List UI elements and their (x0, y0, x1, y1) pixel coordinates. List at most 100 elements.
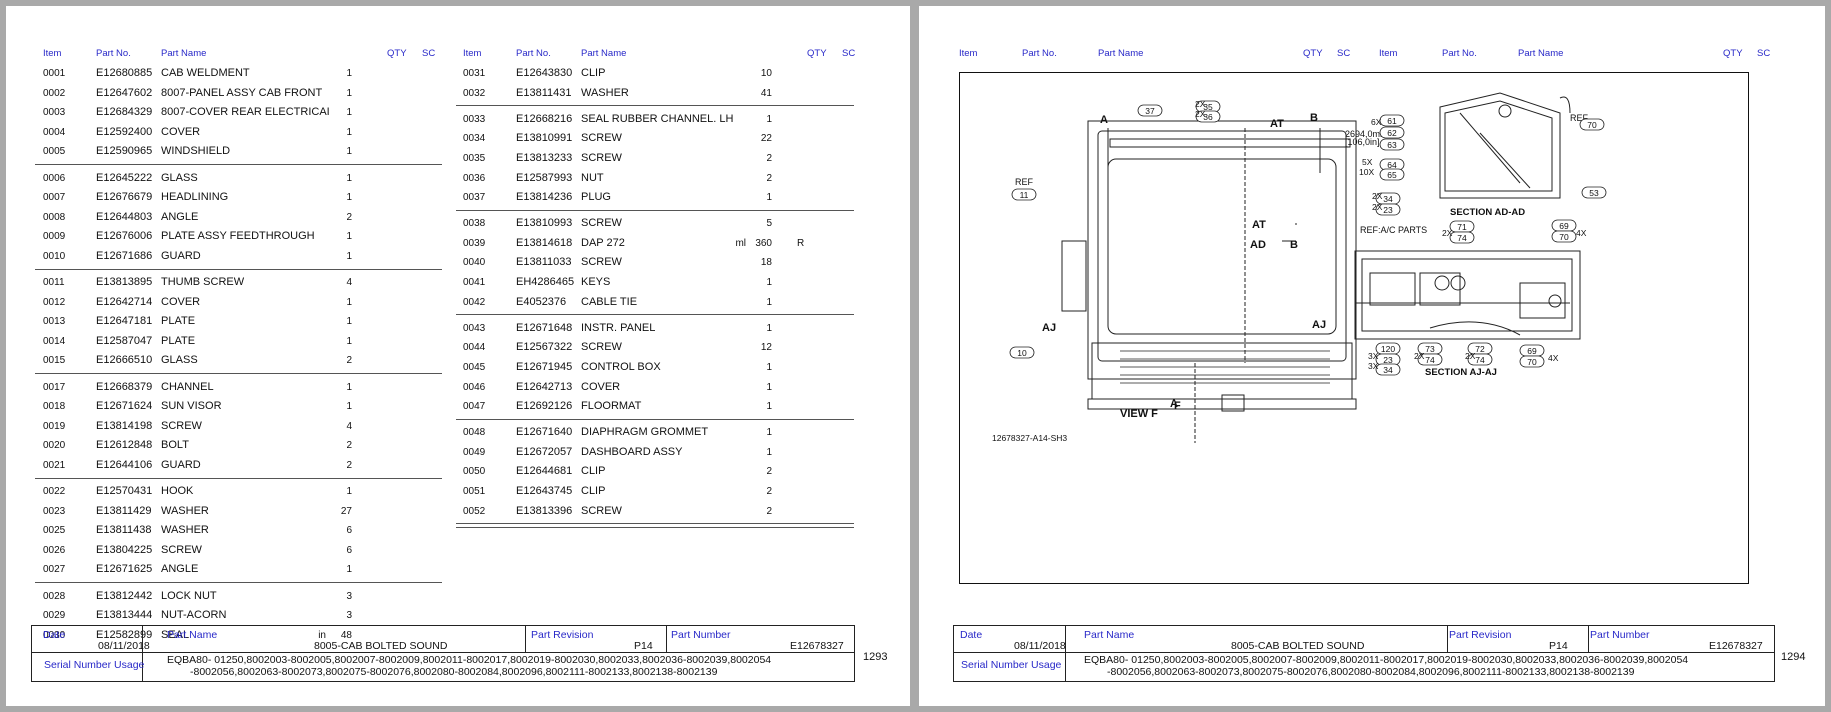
cell-qty: 10 (760, 68, 772, 79)
cell-item: 0023 (43, 505, 66, 517)
cell-item: 0006 (43, 172, 66, 184)
group-divider (35, 164, 442, 165)
part-number-value: E12678327 (790, 640, 844, 652)
drawing-page-right: Item Part No. Part Name QTY SC Item Part… (919, 6, 1825, 706)
cell-item: 0004 (43, 126, 66, 138)
balloon-74: 74 (1467, 353, 1493, 366)
cell-item: 0042 (463, 296, 486, 308)
header-part-no-2: Part No. (516, 48, 551, 59)
cell-item: 0010 (43, 250, 66, 262)
cell-name: ANGLE (161, 563, 199, 576)
svg-text:23: 23 (1383, 355, 1393, 365)
ref-label-2: REF (1570, 113, 1589, 123)
cell-item: 0052 (463, 505, 486, 517)
header-qty: QTY (387, 48, 407, 59)
cell-item: 0005 (43, 146, 66, 158)
cell-item: 0049 (463, 446, 486, 458)
cell-qty: 2 (766, 505, 772, 517)
cell-part-no: E12567322 (516, 341, 573, 354)
cell-item: 0047 (463, 401, 486, 413)
cell-item: 0031 (463, 68, 486, 79)
svg-text:10: 10 (1017, 348, 1027, 358)
cell-part-no: E12671648 (516, 321, 573, 334)
cell-sc: R (797, 237, 805, 249)
cell-name: NUT-ACORN (161, 609, 227, 622)
part-revision-label: Part Revision (1449, 629, 1512, 641)
svg-text:37: 37 (1145, 106, 1155, 116)
header-item-2: Item (1379, 48, 1398, 59)
cell-part-no: E12647181 (96, 315, 153, 328)
cell-qty: 1 (766, 296, 772, 308)
header-item-2: Item (463, 48, 482, 59)
cell-qty: 1 (346, 401, 352, 413)
svg-text:73: 73 (1425, 344, 1435, 354)
cell-part-no: E12645222 (96, 171, 153, 184)
svg-text:69: 69 (1559, 221, 1569, 231)
balloon-37: 37 (1137, 104, 1163, 117)
cell-part-no: E12671625 (96, 563, 153, 576)
mult-10x: 10X (1359, 167, 1374, 177)
mult-4x-70: 4X (1576, 228, 1587, 238)
cell-part-no: E12590965 (96, 145, 153, 158)
part-revision-value: P14 (1549, 640, 1568, 652)
svg-text:72: 72 (1475, 344, 1485, 354)
cell-qty: 1 (346, 296, 352, 308)
cell-part-no: E13810991 (516, 132, 573, 145)
cell-name: SCREW (161, 543, 202, 556)
cell-item: 0043 (463, 322, 486, 334)
cell-part-no: E13811431 (516, 86, 572, 99)
balloon-34: 34 (1375, 363, 1401, 376)
cell-item: 0022 (43, 486, 66, 497)
cell-qty: 1 (346, 564, 352, 576)
cell-qty: 1 (766, 361, 772, 373)
header-part-name: Part Name (161, 48, 207, 59)
cell-item: 0021 (43, 459, 66, 471)
cell-part-no: E12692126 (516, 400, 573, 413)
group-divider (456, 523, 854, 525)
cell-part-no: E12676679 (96, 191, 153, 204)
cell-part-no: E12587047 (96, 334, 153, 347)
drawing-id: 12678327-A14-SH3 (992, 433, 1067, 443)
cell-part-no: E12671945 (516, 360, 573, 373)
svg-text:74: 74 (1475, 355, 1485, 365)
cell-item: 0048 (463, 427, 486, 439)
header-qty-2: QTY (1723, 48, 1743, 59)
svg-text:23: 23 (1383, 205, 1393, 215)
cell-item: 0017 (43, 381, 66, 393)
section-ad-view (1439, 92, 1571, 199)
cell-part-no: E12570431 (96, 485, 153, 497)
cell-item: 0051 (463, 486, 486, 497)
ref-ac-parts: REF:A/C PARTS (1360, 225, 1427, 235)
cell-qty: 1 (346, 316, 352, 328)
cell-qty: 1 (346, 87, 352, 99)
cell-item: 0015 (43, 355, 66, 367)
cell-item: 0018 (43, 401, 66, 413)
cell-name: CHANNEL (161, 380, 214, 393)
part-name-label: Part Name (1084, 629, 1135, 641)
cab-front-view (1061, 120, 1357, 443)
serial-number-label: Serial Number Usage (961, 659, 1062, 671)
cell-name: GUARD (161, 458, 201, 471)
callout-ad: AD (1250, 239, 1266, 251)
cell-item: 0020 (43, 440, 66, 452)
cell-qty: 2 (346, 355, 352, 367)
cell-item: 0044 (463, 342, 486, 354)
cell-name: SCREW (581, 504, 622, 517)
cell-qty: 6 (346, 525, 352, 537)
part-revision-value: P14 (634, 640, 653, 652)
cell-item: 0002 (43, 87, 66, 99)
cell-qty: 1 (346, 172, 352, 184)
cell-qty: 41 (760, 87, 772, 99)
cell-part-no: E12684329 (96, 106, 153, 119)
exploded-view-drawing: A AT B AT AD B AJ AJ VIEW F F A REF REF … (959, 72, 1749, 584)
mult-2x-74b: 2X (1414, 351, 1425, 361)
cell-name: PLATE (161, 315, 196, 328)
header-part-name-2: Part Name (581, 48, 627, 59)
cell-name: PLATE ASSY FEEDTHROUGH (161, 230, 315, 243)
cell-item: 0036 (463, 172, 486, 184)
balloon-65: 65 (1379, 168, 1405, 181)
cell-qty: 22 (760, 133, 772, 145)
cell-name: ANGLE (161, 210, 199, 223)
mult-2x-35: 2X (1195, 99, 1206, 109)
